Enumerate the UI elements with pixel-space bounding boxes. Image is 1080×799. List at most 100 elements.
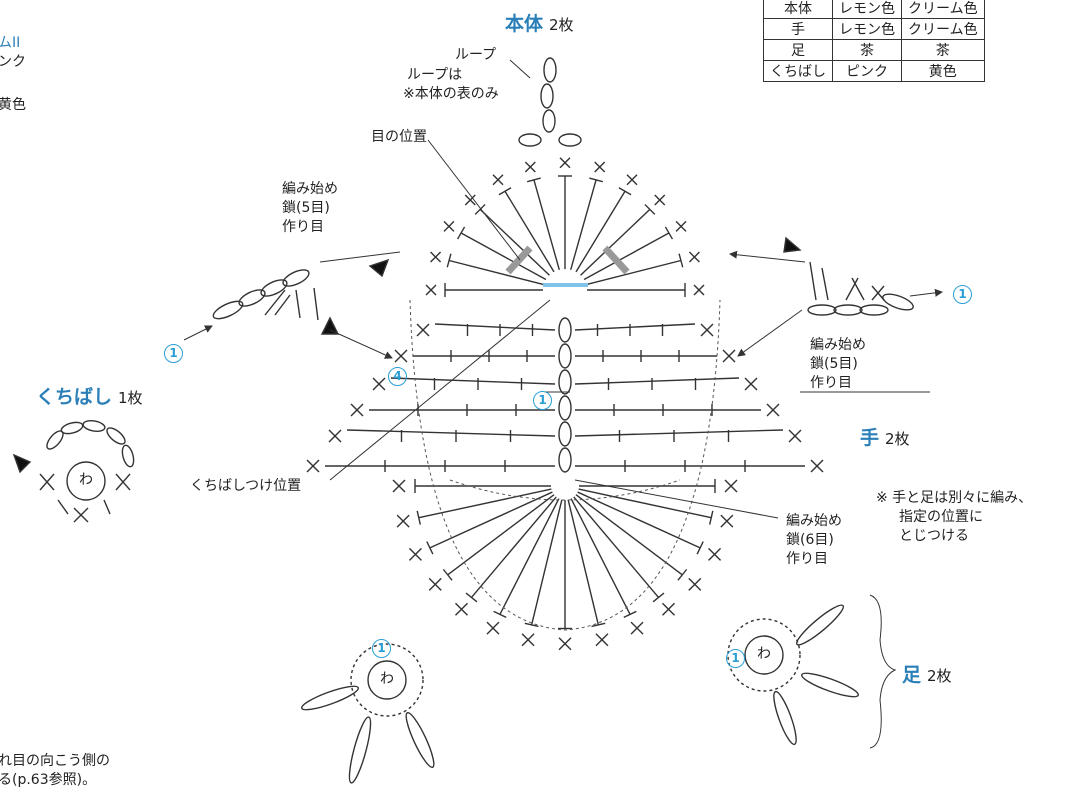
stitch-stem — [578, 488, 712, 519]
stitch-tbar — [618, 187, 632, 196]
start-line: 編み始め — [786, 513, 842, 529]
stitch-x-mark — [416, 323, 430, 337]
assembly-note: ※ 手と足は別々に編み、 指定の位置に とじつける — [876, 489, 1032, 546]
stitch-row-right — [574, 429, 784, 437]
stitch-x-mark — [626, 174, 638, 186]
stitch-x-mark — [425, 284, 437, 296]
marker-one: 1 — [953, 283, 972, 304]
stitch-stem — [470, 496, 557, 598]
left-edge-text: ムII ンク 黄色 — [0, 34, 26, 115]
stitch-x-mark — [464, 194, 476, 206]
stitch-tbar — [456, 226, 466, 240]
body-start-label: 編み始め 鎖(6目) 作り目 — [786, 512, 842, 569]
stitch-stem — [575, 190, 626, 273]
stitch-x-mark — [744, 377, 758, 391]
stitch-x-mark — [392, 479, 406, 493]
leader-lines — [183, 59, 943, 749]
stitch-tbar — [652, 592, 665, 603]
beak-position-label: くちばしつけ位置 — [190, 478, 302, 494]
start-line: 鎖(6目) — [786, 532, 834, 548]
body-outline — [409, 299, 721, 631]
stitch-tbar — [696, 541, 704, 555]
stitch-stem — [567, 499, 600, 626]
stitch-stem — [530, 499, 563, 626]
note-line: 指定の位置に — [899, 509, 983, 525]
left-edge-line: 黄色 — [0, 97, 26, 113]
foot-count: 2枚 — [927, 667, 952, 685]
stitch-x-mark — [708, 547, 722, 561]
stitch-tbar — [416, 510, 422, 525]
stitch-stem — [577, 491, 701, 549]
stitch-x-mark — [524, 161, 536, 173]
marker-one: 1 — [164, 342, 183, 363]
stitch-stem — [580, 208, 651, 276]
left-foot-chart — [301, 643, 435, 784]
loop-label: ループ — [455, 47, 497, 63]
stitch-x-mark — [766, 403, 780, 417]
eye-marks — [505, 245, 630, 275]
marker-one: 1 — [533, 389, 552, 410]
stitch-x-mark — [810, 459, 824, 473]
ring-label: わ — [380, 671, 394, 687]
stitch-tbar — [446, 253, 452, 268]
stitch-x-mark — [372, 377, 386, 391]
stitch-stem — [448, 259, 544, 286]
marker-one: 1 — [372, 637, 391, 658]
stitch-x-mark — [688, 577, 702, 591]
table-row: くちばし ピンク 黄色 — [763, 60, 985, 82]
stitch-tbar — [664, 226, 674, 240]
bottom-note: れ目の向こう側の る(p.63参照)。 — [0, 752, 110, 790]
stitch-x-mark — [492, 174, 504, 186]
start-line: 編み始め — [282, 181, 338, 197]
hand-count: 2枚 — [885, 430, 910, 448]
marker-one-text: 1 — [372, 639, 391, 658]
eye-position-label: 目の位置 — [371, 129, 427, 145]
loop-note: ループは ※本体の表のみ — [403, 66, 499, 104]
beak-chart — [12, 420, 135, 523]
stitch-stem — [583, 232, 670, 281]
stitch-x-mark — [630, 621, 644, 635]
table-row: 足 茶 茶 — [763, 39, 985, 61]
yarn-color-table: 本体 レモン色 クリーム色 手 レモン色 クリーム色 足 茶 茶 くちばし ピン… — [763, 0, 985, 82]
stitch-tbar — [589, 177, 604, 183]
left-edge-line: ンク — [0, 54, 26, 70]
beak-count: 1枚 — [118, 389, 143, 407]
stitch-x-mark — [693, 284, 705, 296]
stitch-row-left — [346, 429, 556, 437]
marker-one-text: 1 — [953, 285, 972, 304]
stitch-tbar — [708, 510, 714, 525]
stitch-stem — [429, 491, 553, 549]
table-cell: 黄色 — [901, 60, 985, 82]
stitch-tbar — [465, 592, 478, 603]
stitch-x-mark — [675, 220, 687, 232]
left-hand-chart — [212, 258, 390, 335]
stitch-x-mark — [724, 479, 738, 493]
marker-one: 1 — [726, 647, 745, 668]
stitch-x-mark — [722, 349, 736, 363]
note-line: ※ 手と足は別々に編み、 — [876, 490, 1033, 506]
stitch-tbar — [644, 203, 656, 215]
stitch-stem — [533, 179, 560, 271]
marker-one-text: 1 — [164, 344, 183, 363]
stitch-x-mark — [662, 602, 675, 616]
stitch-row-right — [574, 323, 696, 331]
table-cell: ピンク — [832, 60, 902, 82]
marker-one-text: 1 — [533, 391, 552, 410]
stitch-stem — [504, 190, 555, 273]
stitch-x-mark — [558, 637, 572, 651]
stitch-x-mark — [328, 429, 342, 443]
stitch-x-mark — [688, 251, 700, 263]
stitch-stem — [575, 494, 683, 576]
stitch-x-mark — [408, 547, 422, 561]
stitch-x-mark — [595, 633, 609, 647]
table-cell: レモン色 — [832, 0, 902, 19]
table-cell: 足 — [763, 39, 833, 61]
table-cell: クリーム色 — [901, 0, 985, 19]
start-line: 作り目 — [810, 375, 852, 391]
stitch-tbar — [677, 568, 688, 581]
